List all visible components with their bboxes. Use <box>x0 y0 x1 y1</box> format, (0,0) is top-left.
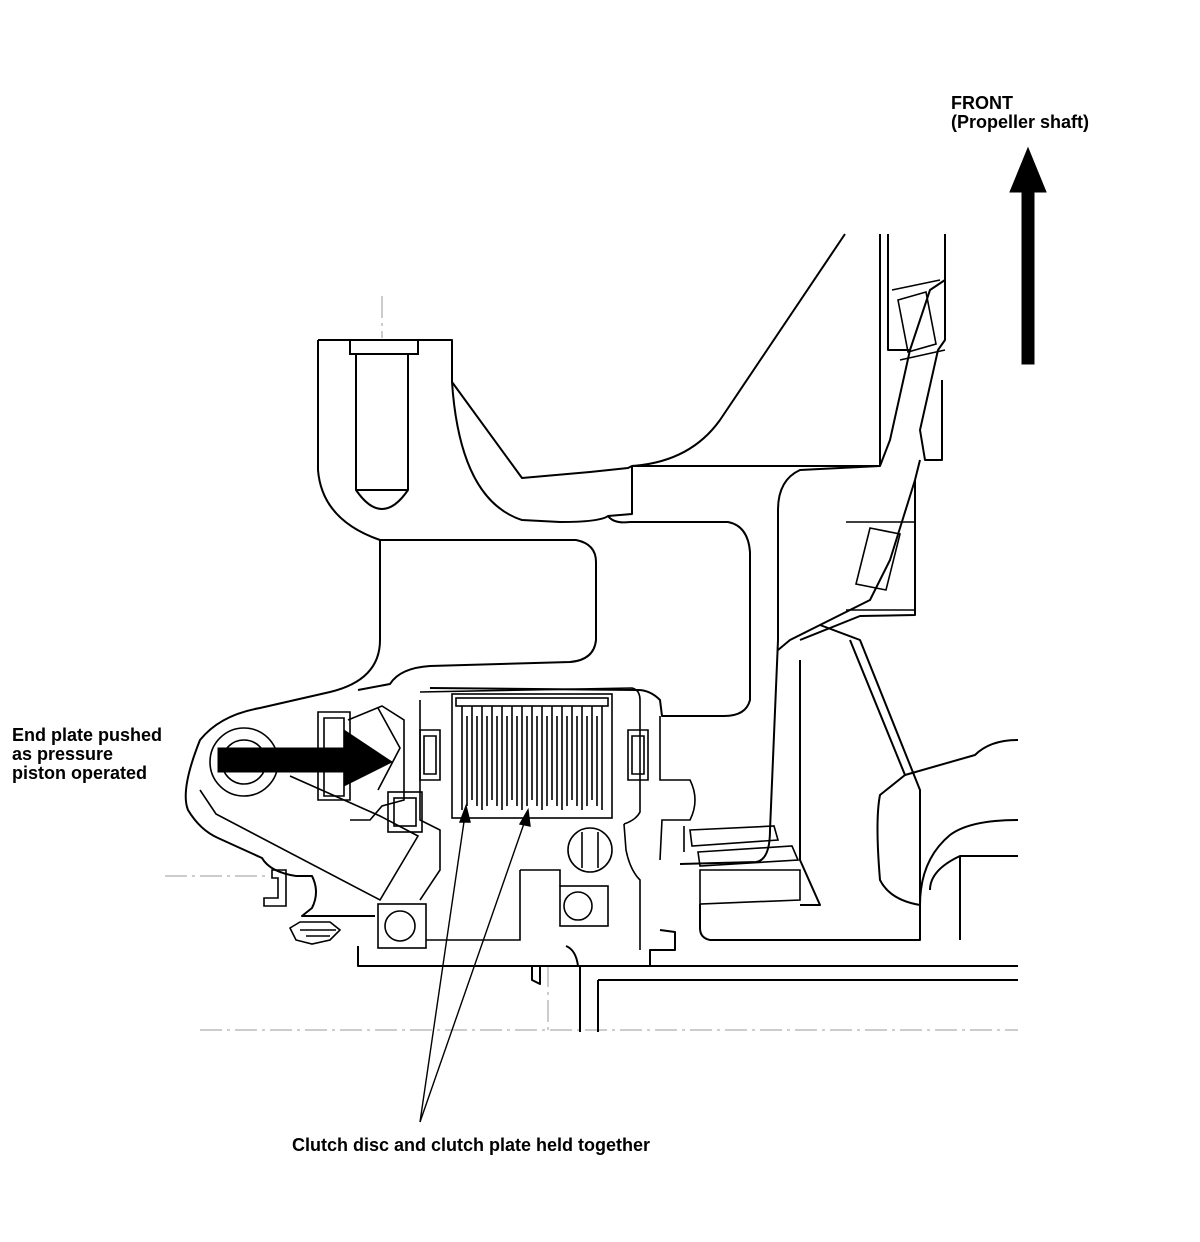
centerlines <box>165 296 1018 1035</box>
clutch-pack <box>317 687 696 950</box>
clutch-leader-lines <box>419 803 531 1123</box>
clutch-label: Clutch disc and clutch plate held togeth… <box>292 1135 651 1155</box>
housing <box>184 233 1019 1032</box>
ball-bearings <box>377 791 613 949</box>
clutch-discs <box>461 706 603 810</box>
pressure-arrow <box>217 729 393 787</box>
end-plate-label-line3: piston operated <box>12 763 148 783</box>
front-label: FRONT (Propeller shaft) <box>951 94 1089 132</box>
end-plate-label-line1: End plate pushed <box>12 725 163 745</box>
front-direction-arrow <box>1009 146 1047 365</box>
bolt <box>349 339 419 510</box>
end-plate-label: End plate pushed as pressure piston oper… <box>12 726 162 783</box>
front-label-line2: (Propeller shaft) <box>951 112 1090 132</box>
tapered-roller-bearings <box>683 279 946 905</box>
end-plate-label-line2: as pressure <box>12 744 114 764</box>
front-label-line1: FRONT <box>951 93 1013 113</box>
